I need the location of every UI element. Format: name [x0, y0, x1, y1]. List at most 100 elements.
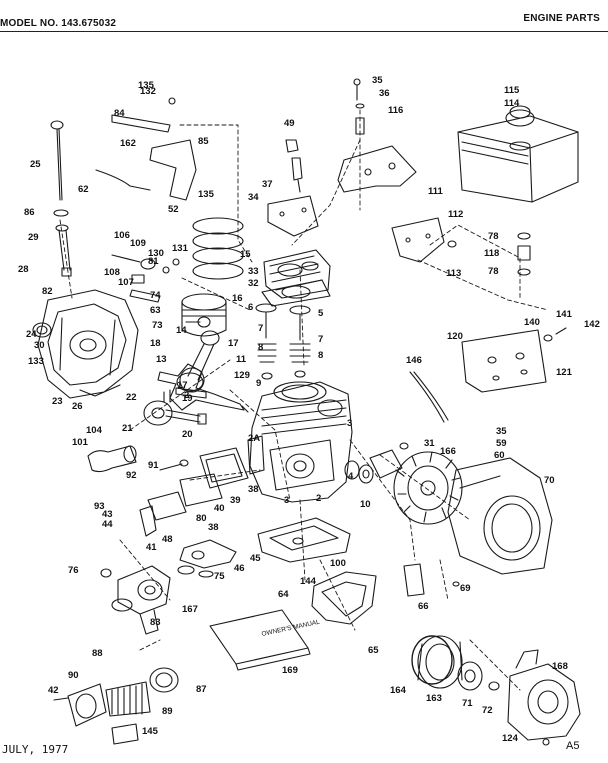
- callout-25: 25: [30, 159, 41, 170]
- callout-22: 22: [126, 392, 137, 403]
- valves: [255, 303, 311, 380]
- callout-8: 8: [258, 342, 263, 353]
- head-plate: [337, 145, 417, 193]
- callout-91: 91: [148, 460, 159, 471]
- callout-100: 100: [330, 558, 346, 569]
- callout-145: 145: [142, 726, 159, 737]
- callout-109: 109: [130, 238, 146, 249]
- callout-39: 39: [230, 495, 241, 506]
- dipstick-assembly: [50, 120, 72, 277]
- callout-85: 85: [198, 136, 209, 147]
- head-bolt: [353, 78, 365, 135]
- fuel-filter: [517, 232, 531, 276]
- fuel-tank: [457, 105, 579, 203]
- callout-8: 8: [318, 350, 323, 361]
- callout-167: 167: [182, 604, 198, 615]
- starter-cup: [417, 635, 500, 691]
- callout-2A: 2A: [248, 433, 260, 444]
- callout-6: 6: [248, 302, 253, 313]
- callout-88: 88: [92, 648, 103, 659]
- callout-10: 10: [360, 499, 371, 510]
- callout-73: 73: [152, 320, 163, 331]
- crankcase-cover: [32, 289, 139, 399]
- callout-86: 86: [24, 207, 35, 218]
- callout-92: 92: [126, 470, 137, 481]
- callout-23: 23: [52, 396, 63, 407]
- callout-65: 65: [368, 645, 379, 656]
- callout-144: 144: [300, 576, 317, 587]
- tank-bracket: [391, 217, 457, 263]
- callout-38: 38: [208, 522, 219, 533]
- callout-135: 135: [198, 189, 215, 200]
- callout-17: 17: [177, 380, 188, 391]
- page-id: A5: [566, 740, 580, 752]
- air-cleaner: [53, 667, 179, 745]
- callout-59: 59: [496, 438, 507, 449]
- rewind-starter: [507, 649, 581, 746]
- callout-141: 141: [556, 309, 573, 320]
- callout-115: 115: [504, 85, 520, 96]
- callout-16: 16: [232, 293, 243, 304]
- carburetor: [100, 565, 171, 635]
- callout-13: 13: [156, 354, 167, 365]
- crankshaft: [157, 363, 249, 413]
- callout-14: 14: [176, 325, 187, 336]
- connecting-rod: [175, 330, 220, 399]
- callout-84: 84: [114, 108, 125, 119]
- model-number: MODEL NO. 143.675032: [0, 18, 117, 29]
- callout-166: 166: [440, 446, 456, 457]
- callout-45: 45: [250, 553, 261, 564]
- callout-104: 104: [86, 425, 103, 436]
- callout-146: 146: [406, 355, 422, 366]
- fuel-line: [409, 371, 449, 423]
- callout-62: 62: [78, 184, 89, 195]
- callout-130: 130: [148, 248, 164, 259]
- callout-169: 169: [282, 665, 298, 676]
- callout-29: 29: [28, 232, 39, 243]
- manual-cover-text: OWNER'S MANUAL: [261, 619, 321, 638]
- breather-parts: [139, 447, 249, 537]
- callout-113: 113: [446, 268, 461, 279]
- callout-64: 64: [278, 589, 289, 600]
- callout-49: 49: [284, 118, 295, 129]
- callout-21: 21: [122, 423, 133, 434]
- callout-76: 76: [68, 565, 79, 576]
- callout-163: 163: [426, 693, 442, 704]
- callout-66: 66: [418, 601, 429, 612]
- piston-rings: [192, 217, 244, 280]
- callout-118: 118: [484, 248, 499, 259]
- callout-71: 71: [462, 698, 473, 709]
- callout-124: 124: [502, 733, 519, 744]
- callout-24: 24: [26, 329, 37, 340]
- callout-82: 82: [42, 286, 53, 297]
- callout-52: 52: [168, 204, 179, 215]
- callout-3: 3: [284, 495, 289, 506]
- callout-31: 31: [424, 438, 435, 449]
- muffler-shield: [461, 327, 567, 393]
- callout-18: 18: [150, 338, 161, 349]
- callout-20: 20: [182, 429, 193, 440]
- callout-89: 89: [162, 706, 173, 717]
- ignition-coil: [369, 442, 409, 479]
- callout-36: 36: [379, 88, 390, 99]
- seal-ring-4: [344, 460, 374, 484]
- callout-63: 63: [150, 305, 161, 316]
- callout-2: 2: [316, 493, 321, 504]
- callout-164: 164: [390, 685, 407, 696]
- callout-2: 2: [184, 390, 189, 401]
- callout-60: 60: [494, 450, 505, 461]
- callout-83: 83: [150, 617, 161, 628]
- callout-101: 101: [72, 437, 89, 448]
- callout-114: 114: [504, 98, 520, 109]
- callout-69: 69: [460, 583, 471, 594]
- governor-rod: [95, 97, 197, 201]
- callout-37: 37: [262, 179, 273, 190]
- deflector: [311, 571, 377, 625]
- callout-168: 168: [552, 661, 568, 672]
- callout-132: 132: [140, 86, 156, 97]
- callout-78: 78: [488, 266, 499, 277]
- callout-5: 5: [318, 308, 324, 319]
